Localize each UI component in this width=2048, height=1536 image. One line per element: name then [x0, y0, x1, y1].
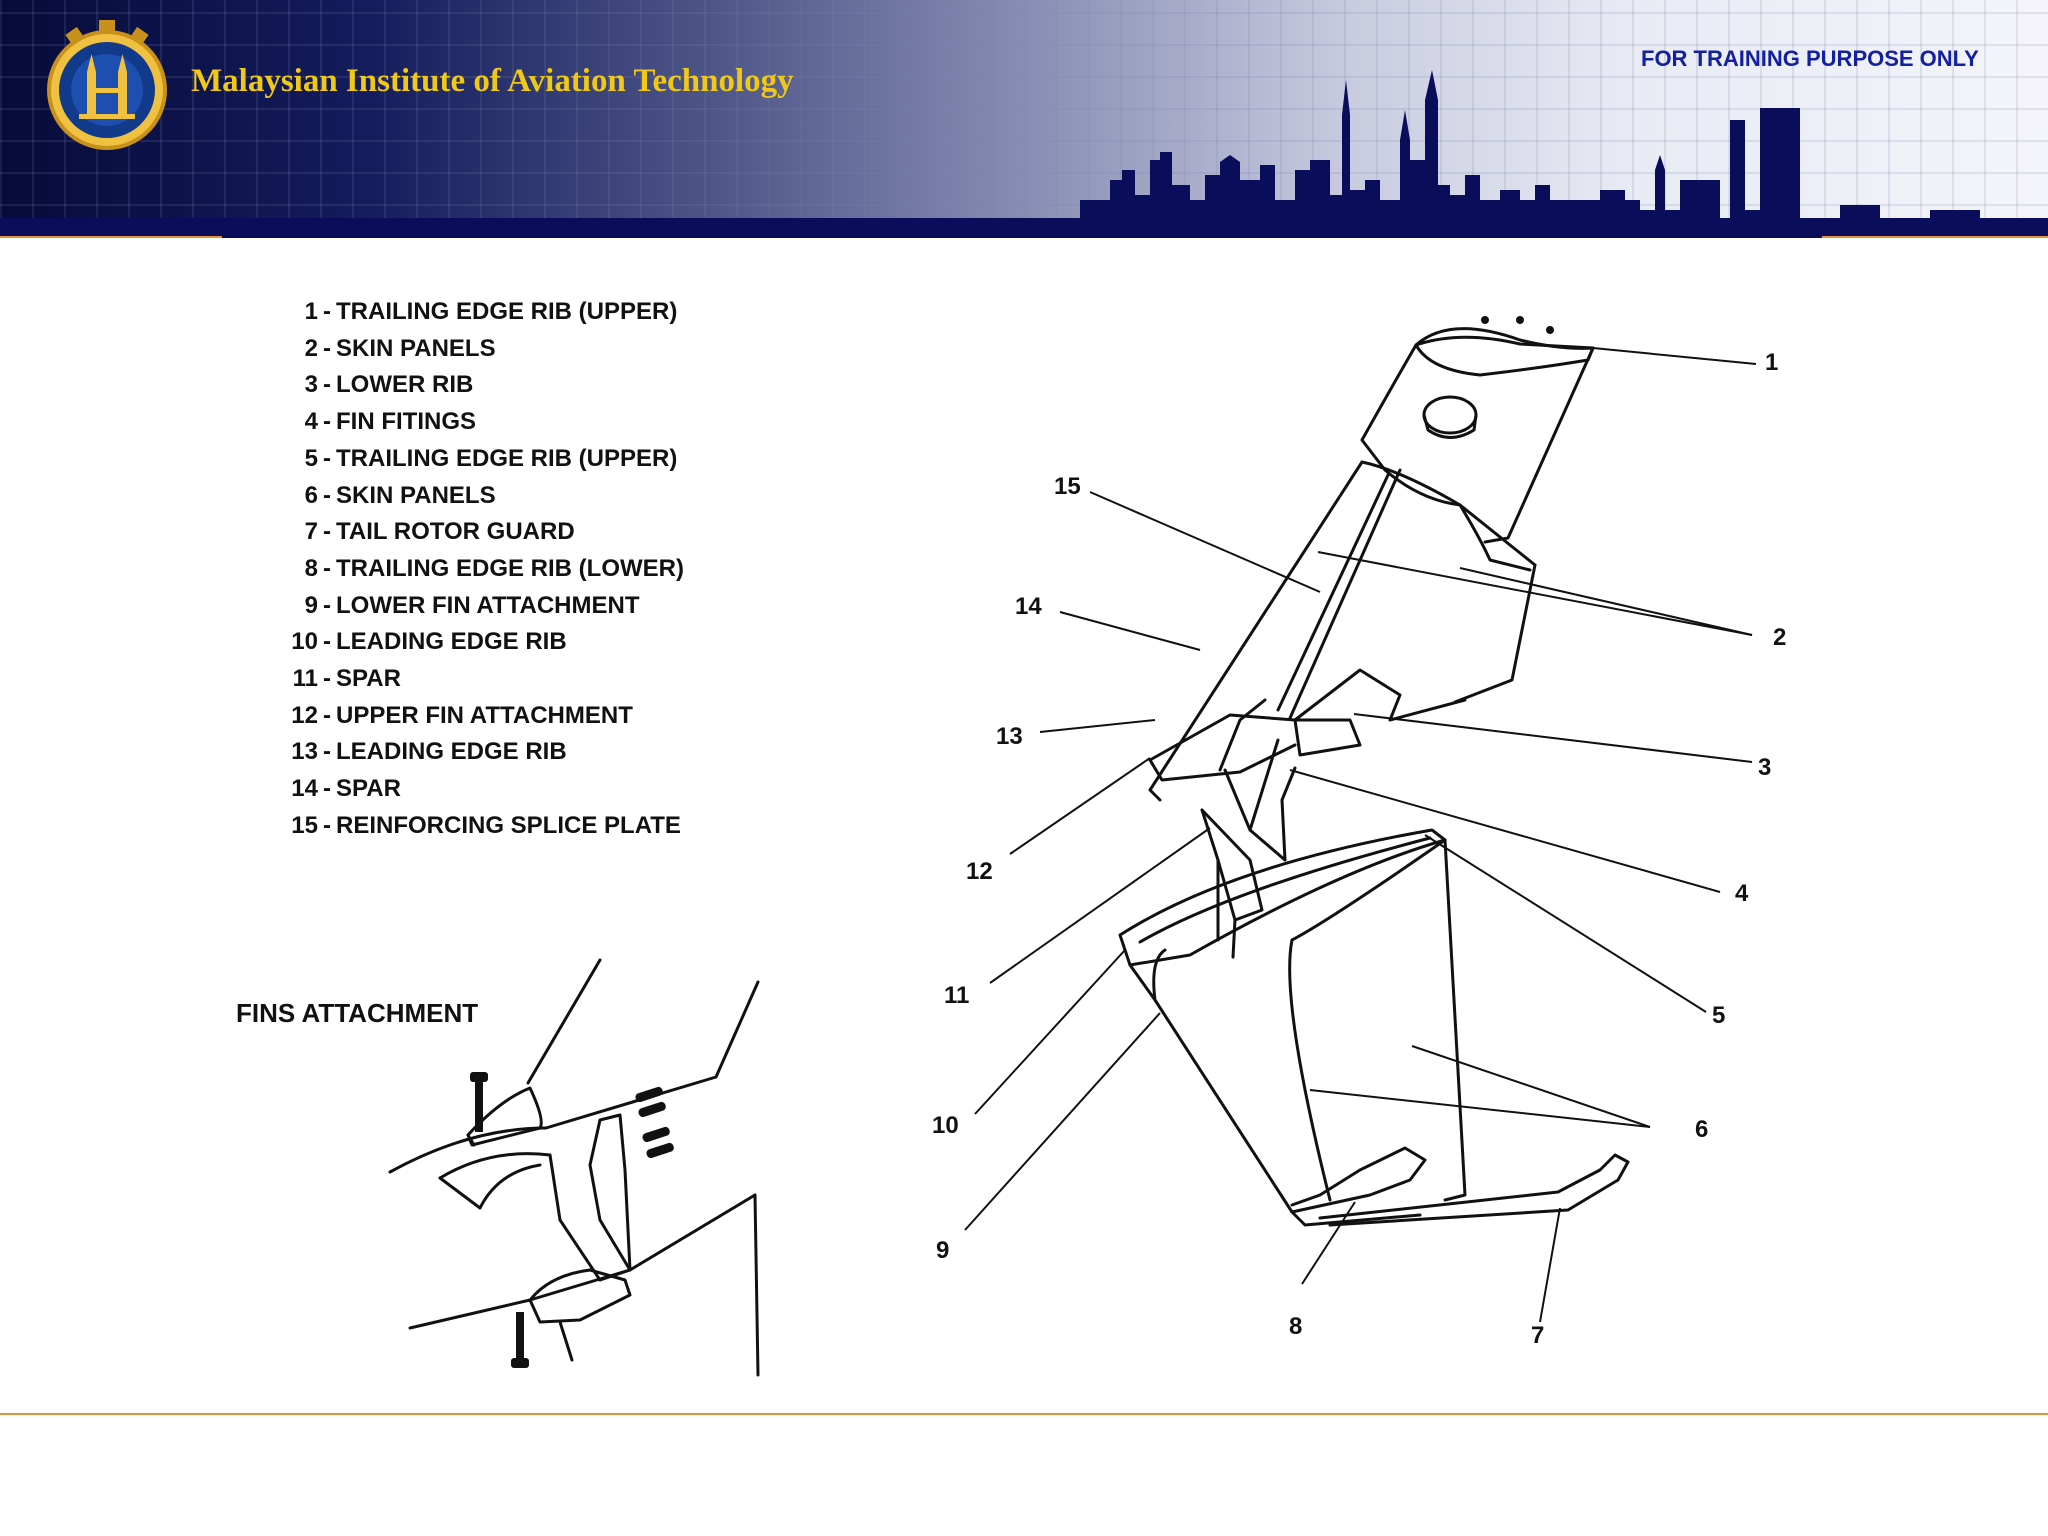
callout-12: 12: [966, 858, 993, 885]
legend-label: SKIN PANELS: [336, 481, 496, 509]
legend-label: TRAILING EDGE RIB (UPPER): [336, 298, 678, 325]
legend-item: 4-FIN FITINGS: [270, 404, 684, 441]
unikl-logo: [47, 20, 167, 150]
legend-item: 9-LOWER FIN ATTACHMENT: [270, 588, 684, 625]
legend-label: UPPER FIN ATTACHMENT: [336, 701, 633, 729]
legend-number: 10: [291, 628, 318, 656]
legend-item: 11-SPAR: [270, 661, 684, 698]
legend-number: 6: [304, 481, 318, 509]
callout-8: 8: [1289, 1313, 1303, 1340]
legend-label: TRAILING EDGE RIB (UPPER): [336, 444, 678, 472]
callout-6: 6: [1695, 1116, 1709, 1143]
legend-label: REINFORCING SPLICE PLATE: [336, 811, 681, 839]
callout-4: 4: [1735, 880, 1749, 907]
legend-label: SPAR: [336, 775, 401, 803]
legend-label: FIN FITINGS: [336, 408, 476, 436]
legend-number: 2: [304, 334, 318, 362]
legend-number: 8: [304, 554, 318, 582]
legend-number: 14: [291, 775, 318, 803]
callout-15: 15: [1054, 473, 1081, 500]
legend-number: 3: [304, 371, 318, 399]
fins-attachment-drawing: [388, 958, 760, 1377]
legend-number: 12: [291, 701, 318, 729]
legend-number: 1: [304, 298, 318, 325]
legend-label: TRAILING EDGE RIB (LOWER): [336, 554, 684, 582]
parts-legend: 1-TRAILING EDGE RIB (UPPER) 2-SKIN PANEL…: [270, 294, 684, 845]
legend-number: 13: [291, 738, 318, 766]
training-purpose-note: FOR TRAINING PURPOSE ONLY: [1641, 46, 1979, 71]
legend-item: 12-UPPER FIN ATTACHMENT: [270, 698, 684, 735]
callout-1: 1: [1765, 349, 1779, 376]
legend-item: 14-SPAR: [270, 771, 684, 808]
legend-number: 15: [291, 811, 318, 839]
institute-name: Malaysian Institute of Aviation Technolo…: [191, 63, 794, 99]
legend-item: 10-LEADING EDGE RIB: [270, 624, 684, 661]
footer-divider: [0, 1413, 2048, 1415]
callout-5: 5: [1712, 1002, 1726, 1029]
legend-label: LEADING EDGE RIB: [336, 738, 567, 766]
legend-label: LEADING EDGE RIB: [336, 628, 567, 656]
callout-10: 10: [932, 1112, 959, 1139]
banner-bottom-bar: [0, 218, 2048, 238]
legend-item: 8-TRAILING EDGE RIB (LOWER): [270, 551, 684, 588]
legend-label: SKIN PANELS: [336, 334, 496, 362]
legend-number: 11: [292, 665, 318, 693]
callout-13: 13: [996, 723, 1023, 750]
legend-item: 6-SKIN PANELS: [270, 478, 684, 515]
legend-label: LOWER FIN ATTACHMENT: [336, 591, 640, 619]
orange-accent-line-left: [0, 236, 222, 238]
orange-accent-line-right: [1822, 236, 2048, 238]
callout-3: 3: [1758, 754, 1772, 781]
legend-item: 15-REINFORCING SPLICE PLATE: [270, 808, 684, 845]
legend-item: 2-SKIN PANELS: [270, 331, 684, 368]
legend-number: 5: [304, 444, 318, 472]
callout-2: 2: [1773, 624, 1787, 651]
callout-14: 14: [1015, 593, 1042, 620]
legend-label: SPAR: [336, 665, 401, 693]
legend-number: 4: [304, 408, 318, 436]
legend-label: TAIL ROTOR GUARD: [336, 518, 575, 546]
header-banner: Malaysian Institute of Aviation Technolo…: [0, 0, 2048, 238]
tail-fin-exploded-drawing: [964, 316, 1757, 1323]
legend-item: 7-TAIL ROTOR GUARD: [270, 514, 684, 551]
legend-number: 9: [304, 591, 318, 619]
fins-attachment-label: FINS ATTACHMENT: [236, 998, 479, 1028]
legend-item: 1-TRAILING EDGE RIB (UPPER): [270, 294, 684, 331]
legend-label: LOWER RIB: [336, 371, 474, 399]
callout-9: 9: [936, 1237, 950, 1264]
callout-11: 11: [944, 982, 970, 1009]
city-skyline-graphic: [1080, 70, 2048, 238]
legend-item: 5-TRAILING EDGE RIB (UPPER): [270, 441, 684, 478]
legend-item: 3-LOWER RIB: [270, 367, 684, 404]
callout-7: 7: [1531, 1322, 1545, 1349]
legend-item: 13-LEADING EDGE RIB: [270, 734, 684, 771]
legend-number: 7: [304, 518, 318, 546]
